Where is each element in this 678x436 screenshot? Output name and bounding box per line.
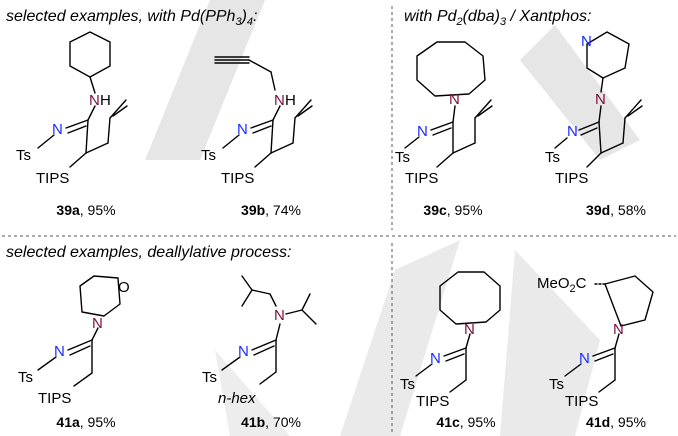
amine-nitrogen-label: N [274, 307, 285, 324]
section-title-pd-pph3: selected examples, with Pd(PPh3)4: [6, 8, 258, 29]
imidazole-nitrogen-label: N [581, 33, 592, 50]
caption-41b: 41b, 70% [241, 414, 301, 430]
caption-39a: 39a, 95% [56, 202, 116, 218]
amine-nitrogen-label: N [464, 321, 475, 338]
structure-39a: N H N Ts TIPS [16, 31, 128, 187]
imine-nitrogen-label: N [52, 121, 63, 138]
imine-nitrogen-label: N [54, 343, 65, 360]
tips-label: TIPS [405, 170, 438, 187]
tips-label: TIPS [221, 170, 254, 187]
structure-39c: N N Ts TIPS [395, 41, 493, 187]
tosyl-label: Ts [16, 147, 31, 164]
tosyl-label: Ts [18, 369, 33, 386]
amine-nitrogen-label: N [449, 91, 460, 108]
methyl-ester-label: MeO2C [537, 275, 587, 295]
tips-label: TIPS [555, 170, 588, 187]
section-title-deallylative: selected examples, deallylative process: [6, 244, 292, 261]
amine-nitrogen-label: N [613, 321, 624, 338]
imine-nitrogen-label: N [567, 123, 578, 140]
section-title-pd2dba3-xantphos: with Pd2(dba)3 / Xantphos: [404, 8, 592, 29]
caption-39b: 39b, 74% [241, 202, 301, 218]
amine-nitrogen-label: N [274, 92, 285, 109]
tosyl-label: Ts [545, 149, 560, 166]
amine-nitrogen-label: N [92, 315, 103, 332]
hydrogen-label: H [285, 92, 296, 109]
tosyl-label: Ts [395, 149, 410, 166]
tosyl-label: Ts [549, 376, 564, 393]
amine-nitrogen-label: N [89, 92, 100, 109]
hydrogen-label: H [100, 92, 111, 109]
imine-nitrogen-label: N [579, 350, 590, 367]
structure-41c: N N Ts TIPS [400, 271, 501, 408]
tips-label: TIPS [565, 393, 598, 408]
structure-41a: O N N Ts TIPS [18, 275, 130, 407]
caption-39d: 39d, 58% [586, 202, 646, 218]
oxygen-label: O [118, 279, 130, 296]
imine-nitrogen-label: N [417, 123, 428, 140]
imine-nitrogen-label: N [238, 343, 249, 360]
tosyl-label: Ts [400, 376, 415, 393]
caption-41c: 41c, 95% [436, 414, 496, 430]
tips-label: TIPS [36, 170, 69, 187]
n-hexyl-label: n-hex [218, 390, 256, 407]
tosyl-label: Ts [201, 147, 216, 164]
caption-41d: 41d, 95% [586, 414, 646, 430]
tips-label: TIPS [416, 393, 449, 408]
structure-41b: N N Ts n-hex [202, 275, 317, 407]
structure-39b: N H N Ts TIPS [201, 56, 313, 187]
structure-41d: MeO2C N N Ts TIPS [537, 275, 654, 408]
imine-nitrogen-label: N [430, 350, 441, 367]
imine-nitrogen-label: N [237, 121, 248, 138]
tosyl-label: Ts [202, 369, 217, 386]
amine-nitrogen-label: N [595, 91, 606, 108]
tips-label: TIPS [38, 390, 71, 407]
structure-39d: N N N Ts TIPS [545, 31, 643, 187]
caption-39c: 39c, 95% [423, 202, 483, 218]
caption-41a: 41a, 95% [56, 414, 116, 430]
